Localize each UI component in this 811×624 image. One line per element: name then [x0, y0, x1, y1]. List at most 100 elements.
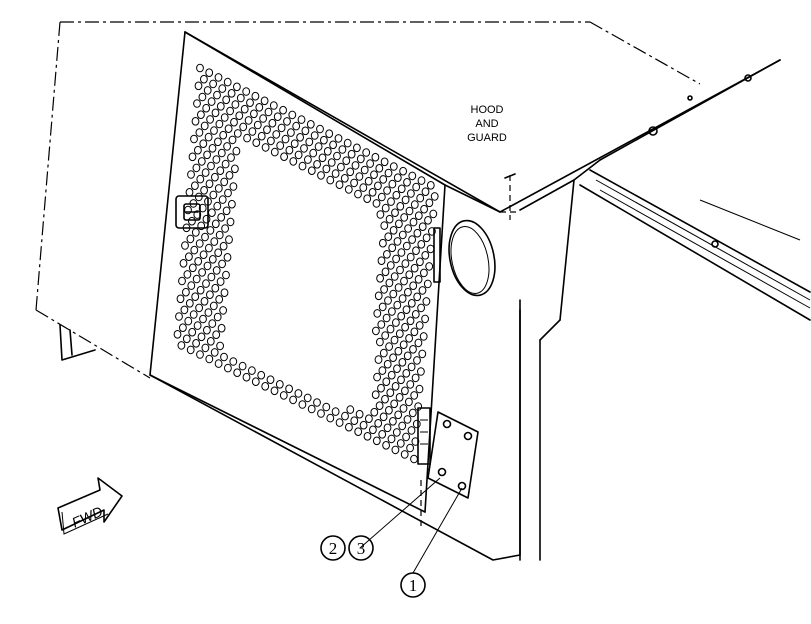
- grille-hole: [266, 375, 275, 385]
- grille-hole: [414, 275, 423, 284]
- grille-hole: [382, 441, 391, 450]
- grille-hole: [233, 368, 242, 378]
- grille-hole: [417, 303, 426, 313]
- grille-hole: [369, 425, 377, 435]
- grille-hole: [206, 115, 215, 124]
- grille-hole: [410, 454, 418, 464]
- grille-hole: [210, 126, 218, 135]
- grille-hole: [389, 353, 398, 363]
- grille-hole: [199, 314, 207, 324]
- grille-hole: [248, 127, 257, 136]
- grille-hole: [280, 152, 289, 161]
- grille-hole: [220, 288, 229, 298]
- grille-hole: [257, 370, 266, 380]
- grille-hole: [329, 140, 338, 150]
- grille-hole: [199, 250, 208, 259]
- grille-hole: [426, 244, 435, 254]
- grille-hole: [189, 310, 198, 319]
- grille-hole: [276, 141, 285, 150]
- grille-hole: [209, 190, 218, 200]
- grille-hole: [219, 306, 228, 315]
- grille-hole: [285, 145, 294, 155]
- grille-hole: [393, 237, 402, 246]
- grille-hole: [365, 414, 373, 424]
- grille-hole: [398, 421, 407, 431]
- grille-hole: [347, 149, 356, 159]
- grille-hole: [359, 183, 368, 192]
- grille-hole: [218, 259, 227, 269]
- grille-hole: [294, 150, 303, 160]
- grille-hole: [403, 351, 412, 361]
- grille-hole: [377, 383, 385, 393]
- grille-hole: [211, 172, 219, 182]
- grille-hole: [197, 221, 206, 231]
- grille-hole: [335, 418, 344, 427]
- grille-hole: [401, 195, 410, 205]
- grille-hole: [408, 235, 417, 244]
- grille-hole: [418, 286, 427, 295]
- grille-hole: [242, 87, 251, 96]
- hood-label-line3: GUARD: [467, 132, 507, 144]
- grille-hole: [346, 405, 355, 414]
- grille-hole: [207, 161, 215, 171]
- grille-hole: [406, 380, 415, 389]
- grille-hole: [386, 388, 395, 398]
- grille-hole: [411, 310, 420, 319]
- grille-hole: [375, 401, 384, 411]
- grille-hole: [194, 192, 203, 202]
- grille-hole: [223, 77, 232, 87]
- grille-hole: [331, 169, 340, 178]
- grille-hole: [277, 123, 286, 133]
- grille-hole: [220, 177, 229, 187]
- grille-hole: [191, 292, 200, 302]
- grille-hole: [381, 203, 390, 213]
- grille-hole: [215, 119, 224, 129]
- grille-hole: [235, 111, 244, 120]
- grille-hole: [416, 257, 424, 267]
- grille-hole: [205, 179, 214, 189]
- grille-hole: [381, 394, 389, 404]
- grille-hole: [391, 208, 399, 217]
- grille-hole: [298, 400, 307, 409]
- grille-hole: [331, 407, 340, 416]
- grille-hole: [355, 409, 364, 419]
- grille-hole: [226, 217, 235, 227]
- grille-hole: [223, 252, 232, 262]
- grille-hole: [212, 330, 221, 340]
- grille-hole: [380, 221, 389, 230]
- grille-hole: [263, 125, 271, 134]
- grille-hole: [269, 101, 278, 110]
- grille-hole: [296, 133, 305, 142]
- grille-hole: [214, 73, 223, 82]
- grille-hole: [218, 195, 227, 204]
- grille-hole: [388, 243, 397, 253]
- grille-hole: [222, 95, 231, 105]
- grille-hole: [429, 209, 438, 219]
- grille-hole: [389, 226, 398, 235]
- grille-hole: [396, 202, 405, 211]
- grille-hole: [195, 239, 204, 248]
- hood-and-guard-label: HOOD AND GUARD: [467, 104, 507, 144]
- grille-hole: [381, 331, 390, 340]
- grille-hole: [372, 436, 381, 446]
- grille-hole: [354, 427, 363, 437]
- grille-hole: [251, 91, 260, 101]
- grille-hole: [190, 134, 198, 144]
- grille-hole: [203, 325, 211, 335]
- grille-hole: [236, 93, 245, 103]
- grille-hole: [267, 136, 275, 146]
- right-frame-rail: [519, 169, 811, 561]
- grille-hole: [190, 245, 199, 255]
- grille-hole: [423, 279, 432, 289]
- grille-hole: [397, 248, 406, 257]
- grille-hole: [341, 411, 349, 421]
- grille-hole: [186, 345, 195, 355]
- grille-hole: [395, 329, 404, 339]
- grille-hole: [360, 165, 369, 175]
- grille-hole: [404, 224, 413, 233]
- grille-hole: [196, 350, 204, 359]
- grille-hole: [191, 228, 200, 237]
- grille-hole: [327, 158, 336, 167]
- grille-hole: [197, 332, 206, 342]
